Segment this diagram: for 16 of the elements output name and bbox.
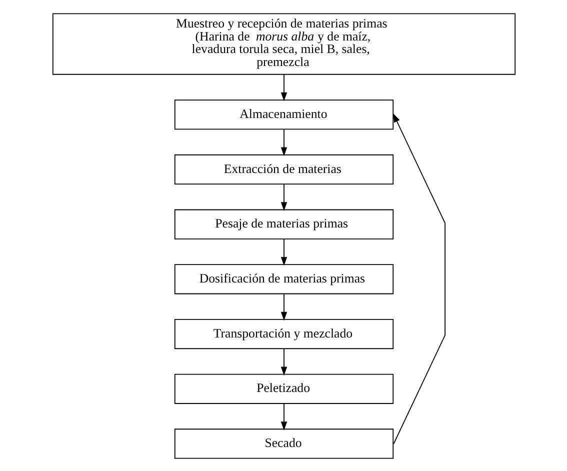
- arrow: [280, 238, 287, 266]
- arrow: [280, 128, 287, 156]
- arrow: [280, 74, 287, 101]
- arrow: [280, 348, 287, 376]
- arrow: [280, 293, 287, 320]
- node-box: Dosificación de materias primas: [174, 264, 394, 294]
- arrow: [280, 402, 287, 430]
- node-box: Muestreo y recepción de materias primas (Harina de morus alba y de maíz, levadura torula seca, miel B, sales, premezcla: [52, 12, 516, 74]
- node-box: Extracción de materias: [174, 154, 394, 184]
- arrow: [280, 183, 287, 211]
- node-box: Secado: [174, 428, 394, 458]
- node-box: Pesaje de materias primas: [174, 208, 394, 239]
- arrow: [392, 112, 446, 444]
- node-box: Almacenamiento: [174, 99, 394, 130]
- node-box: Peletizado: [174, 373, 394, 404]
- node-box: Transportación y mezclado: [174, 318, 394, 349]
